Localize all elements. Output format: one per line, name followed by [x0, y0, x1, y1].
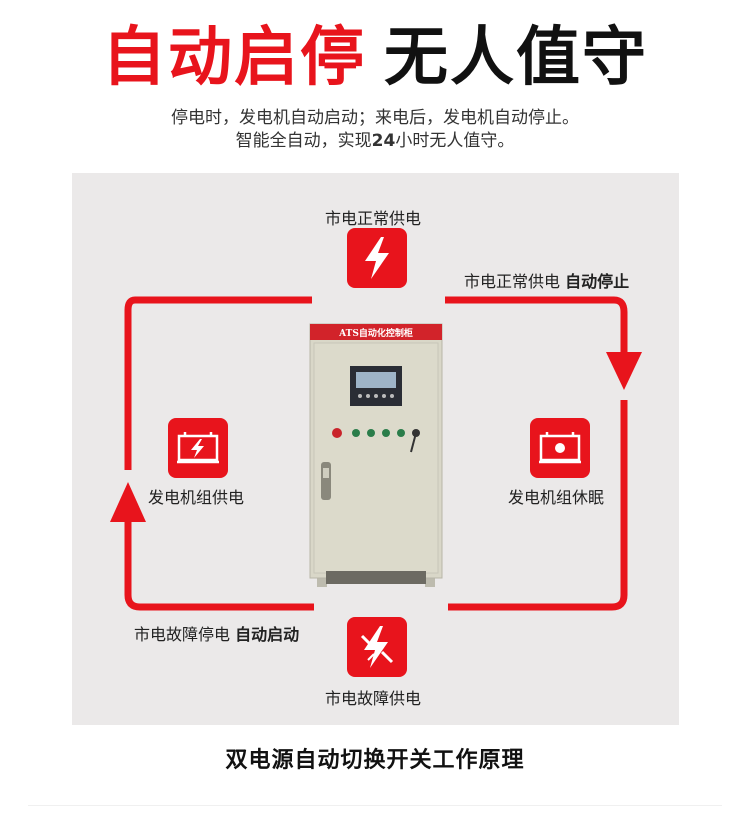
- red-button-icon: [332, 428, 342, 438]
- subtitle-line1: 停电时，发电机自动启动；来电后，发电机自动停止。: [171, 108, 579, 128]
- subtitle-line2-pre: 智能全自动，实现: [235, 131, 372, 151]
- headline-red: 自动启停: [102, 21, 366, 95]
- cabinet-title: ATS自动化控制柜: [338, 327, 413, 339]
- label-top-right-bold: 自动停止: [565, 272, 630, 291]
- generator-sleep-icon: [530, 418, 590, 478]
- cabinet-title-bar: [310, 324, 442, 340]
- label-bottom-left-text: 市电故障停电: [134, 625, 231, 644]
- subtitle-line2: 智能全自动，实现24小时无人值守。: [0, 126, 750, 151]
- label-bottom-left-bold: 自动启动: [235, 625, 300, 644]
- broken-lightning-icon: [347, 617, 407, 677]
- lightning-icon: [347, 228, 407, 288]
- label-top: 市电正常供电: [325, 209, 422, 228]
- headline: 自动启停无人值守: [0, 18, 750, 98]
- subtitle-line2-bold: 24: [371, 131, 396, 151]
- subtitle-line2-post: 小时无人值守。: [395, 131, 515, 151]
- generator-running-icon: [168, 418, 228, 478]
- cabinet-handle-icon: [321, 462, 331, 500]
- ats-cabinet: [309, 323, 443, 587]
- label-top-right: 市电正常供电 自动停止: [464, 268, 629, 292]
- footer-caption: 双电源自动切换开关工作原理: [225, 748, 525, 773]
- label-left: 发电机组供电: [148, 488, 245, 507]
- loop-bottom-left: [124, 520, 314, 611]
- label-top-right-text: 市电正常供电: [464, 272, 561, 291]
- arrow-down-icon: [606, 352, 642, 390]
- arrow-up-icon: [110, 482, 146, 522]
- loop-top-right: [445, 296, 628, 352]
- label-bottom: 市电故障供电: [325, 689, 422, 708]
- label-right: 发电机组休眠: [508, 488, 605, 507]
- label-bottom-left: 市电故障停电 自动启动: [134, 621, 299, 645]
- headline-black: 无人值守: [384, 21, 648, 95]
- loop-top-left: [124, 296, 312, 470]
- bottom-divider: [28, 805, 722, 806]
- loop-bottom-right: [448, 400, 628, 611]
